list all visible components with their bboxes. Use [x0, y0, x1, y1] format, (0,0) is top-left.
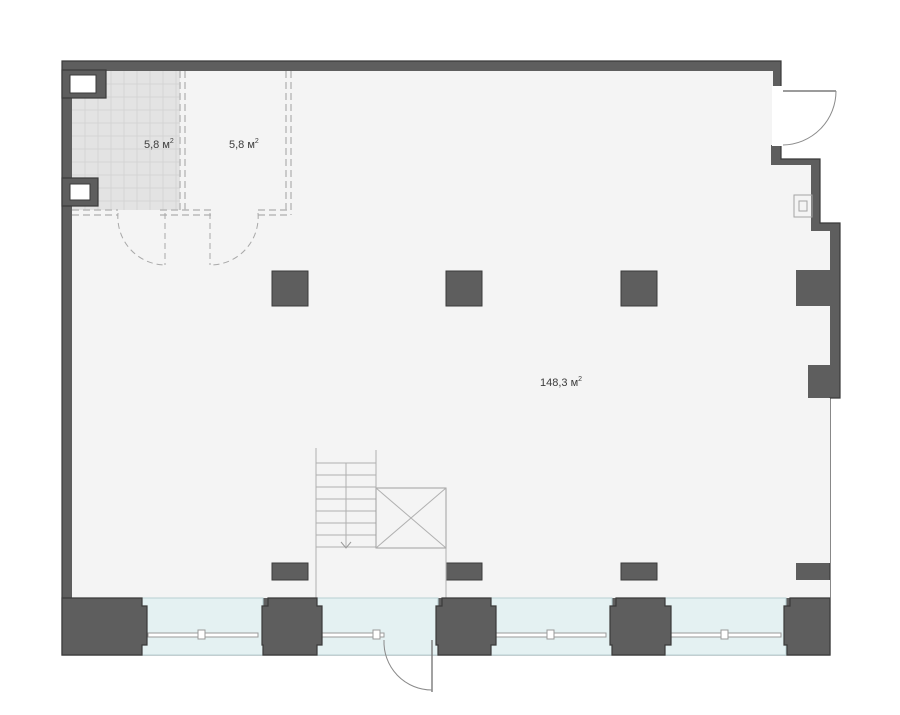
entrance-door-swing — [782, 90, 837, 146]
facade-pier — [435, 597, 497, 656]
elevator-shaft-icon — [375, 487, 447, 549]
column — [445, 270, 483, 307]
shaft-bottom — [61, 177, 99, 207]
vent-symbol — [793, 194, 813, 218]
stair-arrow-icon — [340, 541, 352, 549]
staircase — [315, 448, 447, 598]
facade-pier — [783, 597, 831, 656]
room-area-label: 5,8 м2 — [229, 138, 259, 151]
pilaster — [620, 562, 658, 581]
bathroom-doors — [117, 212, 259, 266]
facade-pier — [261, 597, 323, 656]
facade-pier — [609, 597, 672, 656]
floor-area — [72, 71, 830, 598]
pilaster — [271, 562, 309, 581]
pilaster — [445, 562, 483, 581]
facade-pier — [61, 597, 148, 656]
column — [271, 270, 309, 307]
room-area-label: 148,3 м2 — [540, 376, 582, 389]
bathroom-partitions — [72, 71, 292, 216]
column — [620, 270, 658, 307]
shaft-top — [61, 69, 107, 99]
room-area-label: 5,8 м2 — [144, 138, 174, 151]
front-door — [383, 639, 433, 692]
entrance-opening — [772, 86, 783, 146]
